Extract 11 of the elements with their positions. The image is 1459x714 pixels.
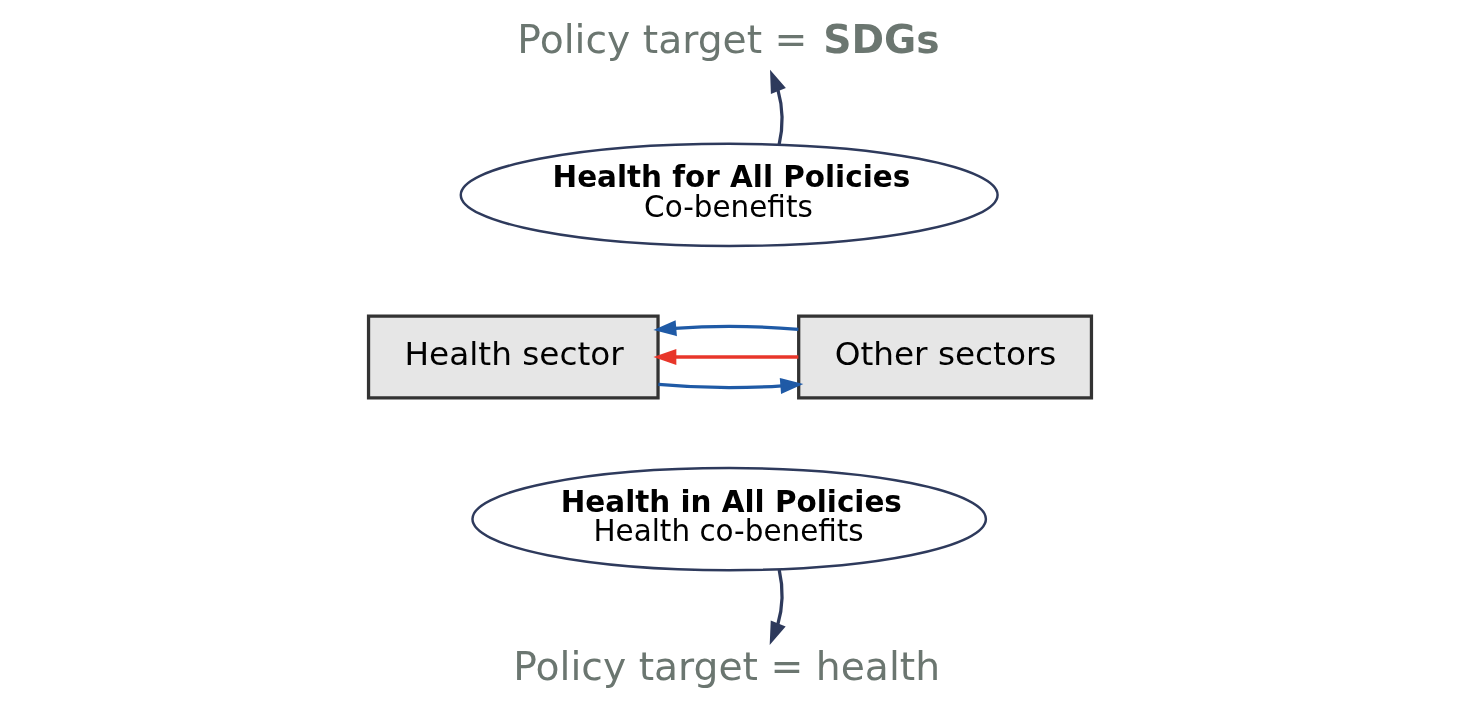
node-ellipse: Health for All Policies Co-benefits: [459, 142, 999, 248]
node-text: Policy target = SDGs: [516, 16, 940, 62]
node-box: Health sector: [366, 314, 660, 400]
arrow: [652, 348, 798, 366]
arrow: [652, 320, 798, 337]
arrow: [769, 69, 786, 145]
node-text: Policy target = health: [512, 643, 940, 689]
arrow: [769, 569, 786, 645]
node-box: Other sectors: [796, 314, 1093, 400]
arrow: [657, 377, 803, 394]
node-ellipse: Health in All Policies Health co-benefits: [470, 466, 987, 572]
